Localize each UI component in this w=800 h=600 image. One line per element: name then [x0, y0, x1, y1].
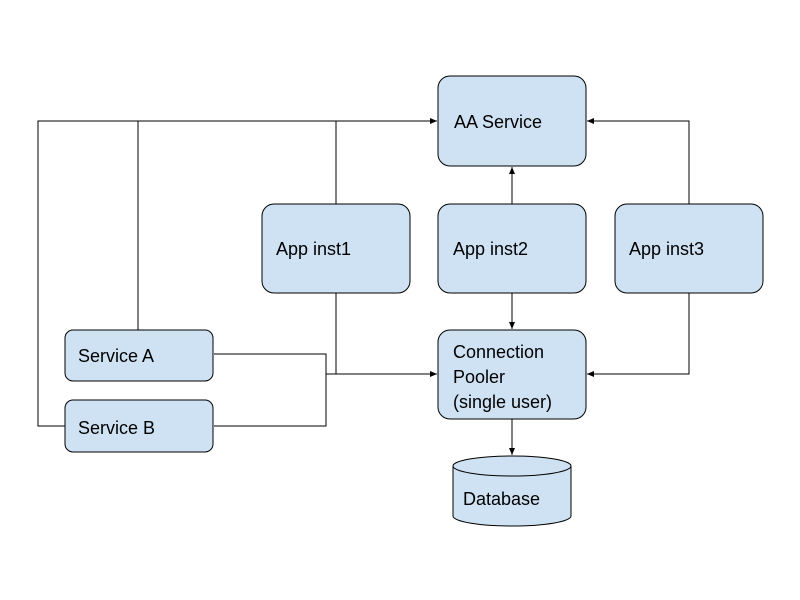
node-app-inst2: App inst2	[437, 203, 587, 294]
node-aa-service-label: AA Service	[454, 112, 542, 132]
node-service-b-label: Service B	[78, 418, 155, 438]
node-app-inst1-label: App inst1	[276, 239, 351, 259]
node-app-inst1: App inst1	[261, 203, 411, 294]
node-connection-pooler-line-2: Pooler	[453, 367, 505, 387]
node-connection-pooler: Connection Pooler (single user)	[437, 329, 587, 420]
node-service-a-label: Service A	[78, 346, 154, 366]
node-app-inst2-label: App inst2	[453, 239, 528, 259]
node-service-a: Service A	[64, 329, 214, 382]
node-database-label: Database	[463, 489, 540, 509]
node-aa-service: AA Service	[437, 75, 587, 167]
node-connection-pooler-line-1: Connection	[453, 342, 544, 362]
node-connection-pooler-line-3: (single user)	[453, 392, 552, 412]
edge-app-inst3-to-connection-pooler	[587, 293, 690, 377]
edge-service-b-to-aa-service	[37, 118, 437, 427]
edge-service-b-to-connection-pooler	[214, 374, 327, 427]
node-service-b: Service B	[64, 399, 214, 453]
edges	[37, 118, 690, 455]
node-database: Database	[452, 455, 572, 527]
edge-service-a-to-connection-pooler	[214, 353, 437, 377]
node-app-inst3-label: App inst3	[629, 239, 704, 259]
edge-app-inst3-to-aa-service	[587, 118, 690, 204]
node-app-inst3: App inst3	[614, 203, 764, 294]
